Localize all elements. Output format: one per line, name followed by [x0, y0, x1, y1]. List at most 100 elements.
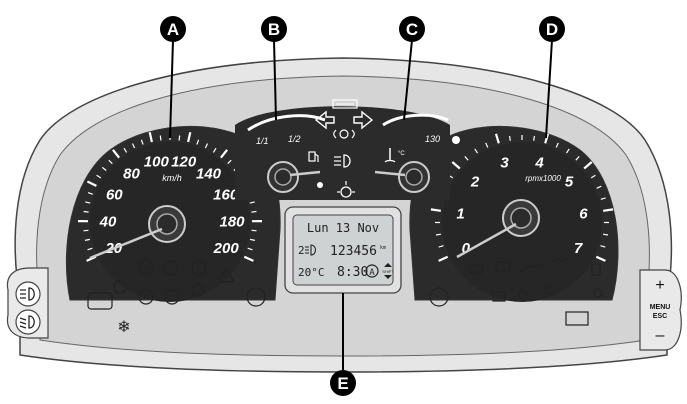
tachometer-tick [438, 245, 444, 248]
minus-button[interactable]: – [656, 327, 665, 344]
tachometer-number: 2 [470, 174, 480, 191]
speedometer-numbers: 20406080100120140160180200 [99, 154, 246, 258]
speedometer-number: 120 [171, 154, 197, 171]
speedometer-needle [89, 227, 163, 260]
fuel-gauge-hub [267, 161, 299, 193]
lcd-time: 8:30 [337, 265, 368, 280]
speedometer-hub [148, 205, 186, 243]
tachometer-tick [533, 135, 535, 141]
tachometer-tick [494, 133, 500, 144]
foglight-switch-icon[interactable] [19, 315, 35, 329]
snowflake-icon: ❄ [117, 319, 130, 336]
callout-marker-d: D [539, 16, 565, 42]
tachometer-tick [596, 185, 602, 189]
lcd-temperature: 20°C [298, 266, 325, 279]
tachometer-tick [451, 161, 461, 170]
speedometer-number: 140 [196, 165, 222, 182]
fuel-full-label: 1/1 [256, 136, 269, 146]
coolant-temp-icon: °C [384, 148, 405, 163]
windscreen-heat-icon [87, 292, 113, 310]
tachometer-hub [502, 199, 540, 237]
speedometer-tick [85, 201, 91, 204]
lcd-headlight-icon [305, 244, 317, 256]
fuel-gauge-needle [289, 170, 321, 177]
svg-text:ABS: ABS [140, 266, 152, 272]
callout-marker-e: E [330, 370, 356, 396]
left-warning-lights: ABS ! ! A [113, 259, 236, 305]
tachometer-number: 5 [565, 174, 574, 191]
speedometer-number: 80 [123, 165, 140, 182]
speedometer-tick [108, 159, 113, 165]
lcd-display-frame [284, 206, 402, 294]
speedometer-number: 60 [106, 187, 123, 204]
speedometer-tick [101, 166, 107, 171]
lcd-odometer-unit: km [380, 245, 386, 251]
tachometer-needle [456, 222, 517, 259]
callout-marker-b: B [261, 16, 287, 42]
speedometer-tick [86, 180, 97, 187]
tach-unit-label: rpmx1000 [525, 174, 561, 183]
left-light-switches [6, 267, 49, 339]
tachometer-tick [565, 148, 570, 154]
speedometer-tick [112, 149, 120, 159]
svg-text:!: ! [170, 264, 172, 273]
speedometer-tick [204, 143, 209, 149]
right-turn-signal-icon [353, 110, 374, 130]
svg-text:°C: °C [398, 151, 405, 157]
tachometer-tick [590, 174, 596, 179]
right-menu-buttons [639, 269, 682, 351]
speedometer-tick [251, 229, 257, 232]
tachometer-tick [485, 142, 489, 148]
lcd-auto-badge-letter: A [369, 268, 375, 278]
rear-window-heat-icon [565, 311, 589, 326]
speedometer-tick [243, 255, 254, 262]
menu-label: MENU [650, 304, 671, 311]
fuel-half-label: 1/2 [288, 134, 301, 144]
high-beam-icon [334, 154, 351, 168]
speedometer-tick [249, 201, 255, 204]
plus-button[interactable]: + [655, 277, 664, 294]
tachometer-tick [430, 208, 441, 212]
callout-line-b [273, 39, 277, 121]
tachometer-tick [575, 156, 580, 161]
speedometer-tick [220, 149, 228, 159]
speedometer-number: 40 [99, 213, 117, 230]
tachometer-tick [509, 135, 511, 141]
speedometer-tick [227, 159, 232, 165]
tachometer-tick [600, 197, 606, 200]
headlight-switch-icon[interactable] [20, 287, 35, 301]
speedometer-tick [123, 147, 128, 153]
speedometer-tick [83, 210, 89, 213]
tachometer-tick [555, 142, 559, 148]
tachometer-number: 4 [534, 155, 544, 172]
speedometer-number: 180 [219, 213, 245, 230]
tachometer-number: 6 [579, 206, 588, 223]
tachometer-tick [583, 161, 593, 170]
callout-marker-a: A [160, 16, 186, 42]
speed-unit-label: km/h [162, 173, 182, 183]
speedometer-tick [178, 135, 181, 141]
speedometer-tick [96, 174, 102, 179]
dpf-icon [332, 99, 358, 109]
fuel-pump-icon [308, 151, 319, 162]
temp-overheat-dot [452, 136, 460, 144]
speedometer-tick [83, 229, 89, 232]
temp-max-label: 130 [425, 134, 440, 144]
tachometer-tick [603, 208, 614, 212]
speedometer-tick [148, 132, 153, 143]
tachometer-tick [600, 245, 606, 248]
tachometer-tick [603, 233, 609, 236]
temp-gauge-hub [398, 161, 430, 193]
tachometer-tick [464, 156, 469, 161]
lcd-trip-prefix: 2 [298, 244, 305, 257]
lcd-date: Lun 13 Nov [307, 221, 379, 235]
speedometer-tick [187, 132, 192, 143]
speedometer-number: 200 [213, 240, 240, 257]
lcd-shift-indicator [384, 263, 392, 279]
svg-text:B: B [268, 20, 280, 39]
tachometer-tick [435, 233, 441, 236]
svg-text:!: ! [225, 274, 227, 283]
left-turn-signal-icon [314, 110, 335, 130]
svg-text:A: A [167, 20, 179, 39]
